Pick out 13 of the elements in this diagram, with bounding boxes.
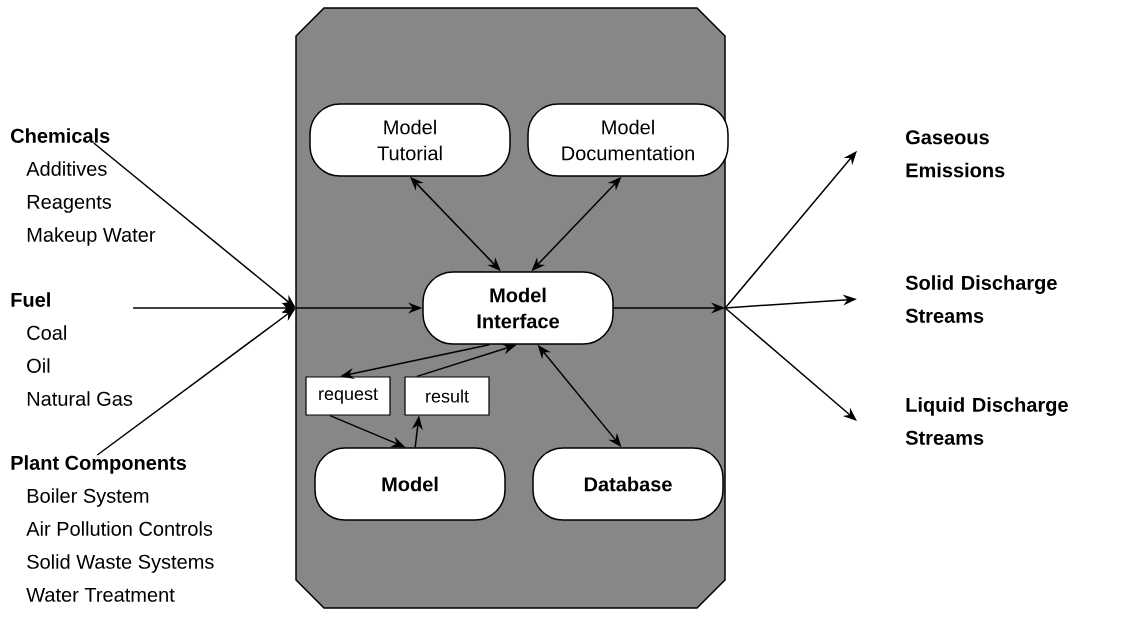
process-box: Model Tutorial <box>309 103 511 177</box>
process-box: Model <box>314 447 506 521</box>
process-box: Database <box>532 447 724 521</box>
input-list: Chemicals Additives Reagents Makeup Water <box>11 128 156 246</box>
process-box: Model Interface <box>422 271 614 345</box>
message-box: request <box>305 376 391 416</box>
input-list: Plant Components Boiler System Air Pollution Controls Solid Waste Systems Water Treatment <box>11 455 214 602</box>
input-list: Fuel Coal Oil Natural Gas <box>11 292 133 406</box>
output-label: Liquid Discharge Streams <box>905 397 1068 445</box>
process-box: Model Documentation <box>527 103 729 177</box>
message-box: result <box>404 376 490 416</box>
output-label: Solid Discharge Streams <box>905 275 1057 323</box>
output-label: Gaseous Emissions <box>906 130 1005 178</box>
